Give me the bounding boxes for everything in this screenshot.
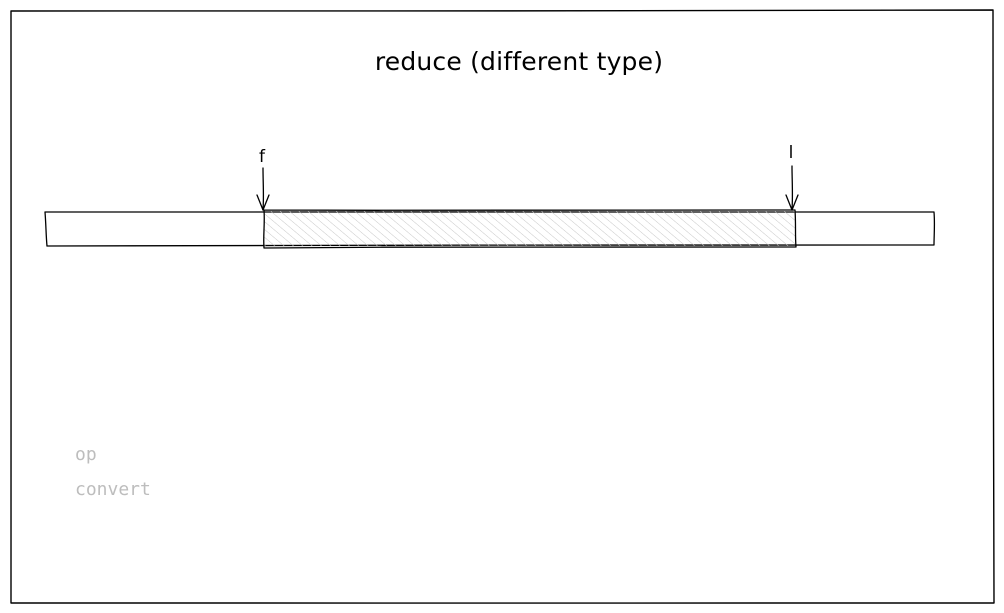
last-marker: l [785,143,799,211]
legend-item-op: op [75,444,97,465]
outer-frame [10,9,995,604]
range-highlight [263,209,797,249]
down-arrow-icon [785,165,799,211]
diagram-title: reduce (different type) [375,47,663,76]
down-arrow-icon [256,167,270,211]
legend-item-convert: convert [75,479,151,500]
first-marker-label: f [259,147,266,167]
last-marker-label: l [789,143,794,163]
first-marker: f [256,147,270,211]
legend: op convert [75,444,151,500]
